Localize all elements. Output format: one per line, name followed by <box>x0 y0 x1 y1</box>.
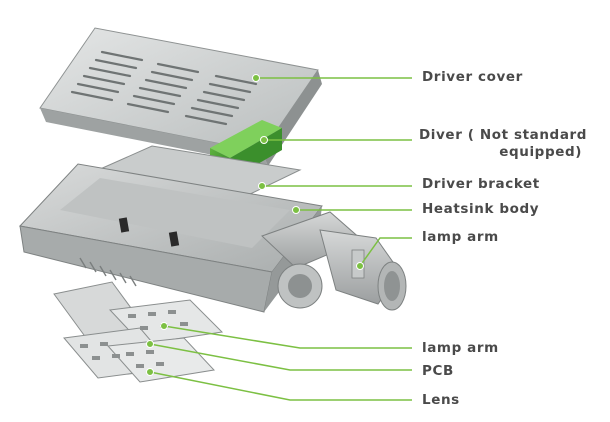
leader-lamp-arm-top <box>359 237 412 267</box>
label-diver-line2: equipped) <box>499 144 582 160</box>
leader-lamp-arm-bottom <box>163 325 412 349</box>
lamp-arm-assembly <box>261 211 407 311</box>
label-driver-bracket: Driver bracket <box>422 176 540 192</box>
pcb-boards <box>63 299 224 383</box>
label-lens: Lens <box>422 392 460 408</box>
leader-lines <box>149 77 412 401</box>
label-heatsink-body: Heatsink body <box>422 201 540 217</box>
label-driver-cover: Driver cover <box>422 69 523 85</box>
label-diver: Diver ( Not standard equipped) <box>419 127 588 161</box>
label-lamp-arm-top: lamp arm <box>422 229 499 245</box>
label-lamp-arm-bottom: lamp arm <box>422 340 499 356</box>
leader-dots <box>146 74 364 376</box>
label-pcb: PCB <box>422 363 454 379</box>
leader-lens <box>149 371 412 401</box>
leader-pcb <box>149 343 412 371</box>
label-diver-line1: Diver ( Not standard <box>419 127 588 143</box>
